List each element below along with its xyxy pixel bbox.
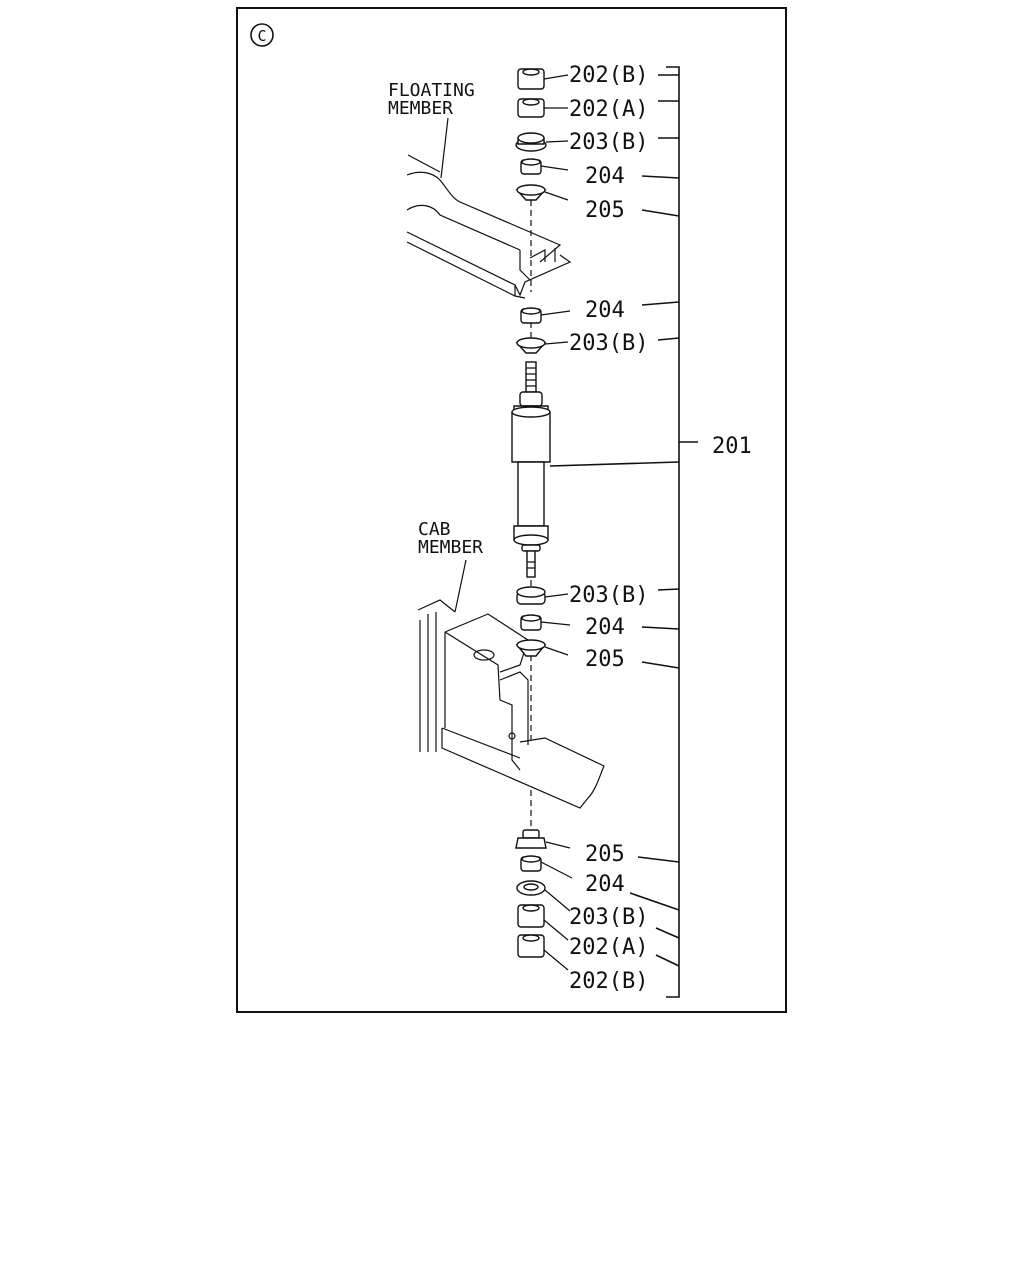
diagram-frame xyxy=(236,7,787,1013)
part-202a-bottom xyxy=(517,904,545,928)
svg-text:FLOATING: FLOATING xyxy=(388,80,475,101)
part-204-1 xyxy=(520,158,542,175)
callout-label: 203(B) xyxy=(569,130,648,155)
callout-label: 202(B) xyxy=(569,63,648,88)
callout-label: 205 xyxy=(585,842,625,867)
callout-label: 204 xyxy=(585,164,625,189)
svg-text:MEMBER: MEMBER xyxy=(388,98,453,119)
part-203b-4 xyxy=(516,880,546,896)
assembly-bracket xyxy=(549,66,698,998)
part-203b-3 xyxy=(516,586,546,605)
callout-label: 204 xyxy=(585,298,625,323)
cab-member-leader xyxy=(454,559,467,613)
floating-member-label: FLOATING MEMBER xyxy=(388,80,475,119)
floating-member xyxy=(406,154,572,299)
part-203b-1 xyxy=(515,132,547,152)
part-204-4 xyxy=(520,855,542,872)
callout-label: 205 xyxy=(585,198,625,223)
part-202b-top xyxy=(517,68,545,90)
part-205-3 xyxy=(515,829,547,849)
section-mark: C xyxy=(250,23,274,47)
shock-absorber xyxy=(511,361,551,578)
section-mark-letter: C xyxy=(257,27,266,45)
assembly-label: 201 xyxy=(712,434,752,459)
callout-label: 204 xyxy=(585,615,625,640)
part-204-3 xyxy=(520,614,542,631)
svg-text:CAB: CAB xyxy=(418,519,451,540)
part-205-2 xyxy=(515,639,547,657)
callout-label: 204 xyxy=(585,872,625,897)
callout-label: 202(A) xyxy=(569,935,648,960)
part-203b-2 xyxy=(515,337,547,354)
callout-label: 203(B) xyxy=(569,583,648,608)
part-202a-top xyxy=(517,98,545,118)
callout-label: 203(B) xyxy=(569,331,648,356)
svg-text:MEMBER: MEMBER xyxy=(418,537,483,558)
floating-member-leader xyxy=(440,117,449,179)
callout-label: 202(A) xyxy=(569,97,648,122)
callout-label: 202(B) xyxy=(569,969,648,994)
cab-member xyxy=(417,599,605,809)
callout-leaders xyxy=(540,74,573,971)
part-205-1 xyxy=(515,184,547,201)
cab-member-label: CAB MEMBER xyxy=(418,519,483,558)
callout-label: 205 xyxy=(585,647,625,672)
callout-label: 203(B) xyxy=(569,905,648,930)
part-204-2 xyxy=(520,307,542,324)
callout-labels: 202(B) 202(A) 203(B) 204 205 204 203(B) … xyxy=(569,63,752,994)
part-202b-bottom xyxy=(517,934,545,958)
